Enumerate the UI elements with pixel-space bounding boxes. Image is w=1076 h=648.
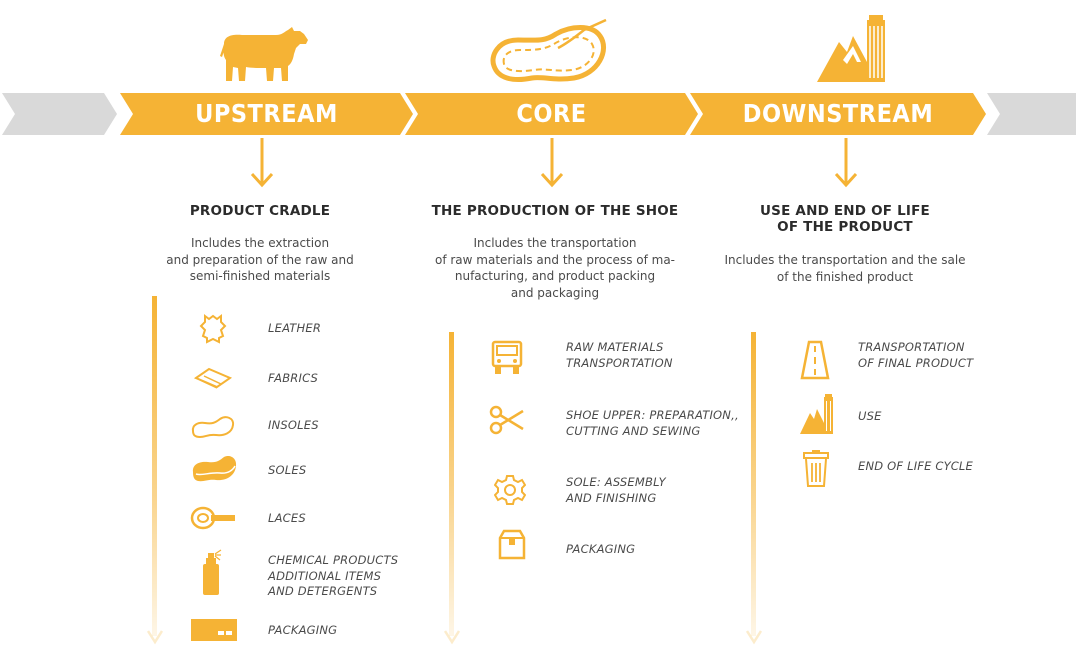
core-item-label: SHOE UPPER: PREPARATION,, CUTTING AND SE…: [566, 408, 739, 438]
upstream-item-label: INSOLES: [268, 418, 319, 432]
timeline-line-downstream: [746, 332, 763, 645]
box-icon: [191, 619, 237, 641]
fabric-roll-icon: [193, 367, 233, 389]
upstream-item-label: PACKAGING: [268, 623, 338, 637]
downstream-item-label: END OF LIFE CYCLE: [858, 459, 973, 473]
gear-icon: [494, 475, 526, 505]
lace-icon: [190, 506, 235, 530]
arrow-down-icon: [250, 138, 274, 188]
core-title: THE PRODUCTION OF THE SHOE: [431, 203, 679, 219]
upstream-item-label: LACES: [268, 511, 306, 525]
grey-chevron-left: [2, 93, 117, 135]
upstream-title: PRODUCT CRADLE: [189, 203, 331, 219]
spray-can-icon: [203, 549, 222, 595]
chevron-upstream: [120, 93, 413, 135]
truck-icon: [491, 340, 523, 374]
trash-bin-icon: [803, 450, 829, 487]
upstream-item-label: FABRICS: [268, 371, 319, 385]
downstream-item-label: USE: [858, 409, 882, 423]
core-item-label: RAW MATERIALS TRANSPORTATION: [566, 340, 673, 370]
chevron-downstream: [690, 93, 986, 135]
shoe-sole-sketch-icon: [490, 18, 607, 82]
upstream-item-label: SOLES: [268, 463, 307, 477]
chevron-core: [405, 93, 698, 135]
arrow-down-icon: [540, 138, 564, 188]
road-icon: [800, 340, 830, 380]
upstream-item-label: CHEMICAL PRODUCTS ADDITIONAL ITEMS AND D…: [268, 553, 399, 598]
upstream-item-label: LEATHER: [268, 321, 322, 335]
cow-icon: [220, 27, 308, 81]
scissors-icon: [489, 405, 524, 435]
package-icon: [498, 529, 526, 560]
mountain-city-icon: [817, 15, 885, 82]
stage-label-core: CORE: [516, 99, 587, 128]
downstream-description: Includes the transportation and the sale…: [724, 253, 966, 284]
downstream-title: USE AND END OF LIFE OF THE PRODUCT: [760, 203, 930, 235]
timeline-line-upstream: [147, 296, 164, 645]
timeline-line-core: [444, 332, 461, 645]
core-item-label: PACKAGING: [566, 542, 636, 556]
core-item-label: SOLE: ASSEMBLY AND FINISHING: [566, 475, 666, 505]
grey-chevron-right: [987, 93, 1076, 135]
arrow-down-icon: [834, 138, 858, 188]
leather-hide-icon: [199, 314, 227, 344]
downstream-item-label: TRANSPORTATION OF FINAL PRODUCT: [858, 340, 974, 370]
sole-icon: [192, 456, 237, 482]
upstream-description: Includes the extraction and preparation …: [166, 236, 354, 283]
mountain-city-small-icon: [800, 394, 833, 434]
core-description: Includes the transportation of raw mater…: [434, 236, 676, 300]
insole-icon: [191, 416, 235, 439]
stage-banner: [2, 93, 1076, 135]
stage-label-downstream: DOWNSTREAM: [742, 99, 934, 128]
stage-label-upstream: UPSTREAM: [195, 99, 338, 128]
